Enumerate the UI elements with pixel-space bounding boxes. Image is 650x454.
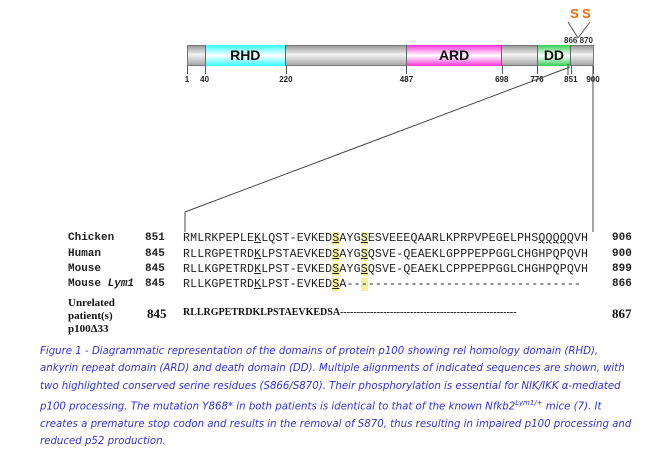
tick-label: 851 — [564, 75, 578, 84]
end-position: 866 — [612, 278, 632, 290]
start-position: 845 — [145, 248, 165, 260]
serine-866-label: S — [570, 6, 579, 21]
sequence-segment: ------------------------------ — [367, 278, 582, 291]
serine-site-labels: 866 870 — [564, 36, 593, 45]
tick-label: 1 — [184, 75, 190, 84]
sequence-segment: AYG — [339, 232, 361, 245]
patient-name: p100Δ33 — [68, 323, 109, 335]
start-position: 851 — [145, 232, 165, 244]
sequence-segment: QSVE-QEAEKLCPPPEPPGGLCHGHPQPQVH — [367, 263, 589, 276]
patient-row: Unrelated patient(s) p100Δ33 845 RLLRGPE… — [0, 297, 650, 337]
tick-mark — [570, 66, 572, 74]
tick-label: 698 — [495, 75, 509, 84]
domain-dd: DD — [537, 45, 571, 66]
tick-mark — [537, 66, 538, 74]
tick-mark — [187, 66, 188, 74]
sequence-segment: RLLKGPETRD — [183, 263, 255, 276]
sequence-segment: LPST-EVKED — [261, 278, 333, 291]
highlighted-residue: S — [360, 232, 368, 245]
sequence: RMLRKPEPLEKLQST-EVKEDSAYGSESVEEEQAARLKPR… — [183, 232, 588, 245]
species-name: Mouse — [68, 263, 102, 275]
species-name: Human — [68, 248, 102, 260]
caption-text: Figure 1 - Diagrammatic representation o… — [40, 346, 625, 413]
serine-870-label: S — [582, 6, 591, 21]
connector-lines — [184, 21, 594, 232]
sequence-segment: A-- — [339, 278, 361, 291]
sequence-segment: VH — [573, 232, 589, 245]
sequence-segment: RLLKGPETRD — [183, 278, 255, 291]
highlighted-residue: S — [360, 263, 368, 276]
caption-superscript: Lym1/+ — [515, 399, 543, 408]
sequence-segment: ESVEEEQAARLKPRPVPEGELPHS — [367, 232, 539, 245]
highlighted-residue: S — [332, 232, 340, 245]
sequence: RLLRGPETRDKLPSTAEVKEDSAYGSQSVE-QEAEKLGPP… — [183, 248, 588, 261]
patient-name: patient(s) — [68, 310, 113, 322]
sequence: RLLKGPETRDKLPST-EVKEDSA-----------------… — [183, 278, 581, 291]
sequence-segment: RMLRKPEPLE — [183, 232, 255, 245]
sequence-segment: LPST-EVKED — [261, 263, 333, 276]
sequence: RLLKGPETRDKLPST-EVKEDSAYGSQSVE-QEAEKLCPP… — [183, 263, 588, 276]
tick-mark — [204, 66, 206, 74]
sequence-segment: K — [254, 248, 262, 261]
tick-label: 40 — [200, 75, 210, 84]
patient-start: 845 — [147, 306, 167, 321]
end-position: 899 — [612, 263, 632, 275]
start-position: 845 — [145, 263, 165, 275]
highlighted-residue: - — [360, 278, 368, 291]
tick-label: 220 — [279, 75, 293, 84]
tick-mark — [501, 66, 503, 74]
highlighted-residue: S — [360, 248, 368, 261]
highlighted-residue: S — [332, 278, 340, 291]
end-position: 900 — [612, 248, 632, 260]
patient-name: Unrelated — [68, 297, 115, 309]
caption-text: mice (7). It creates a premature stop co… — [40, 401, 632, 448]
sequence-segment: K — [254, 263, 262, 276]
start-position: 845 — [145, 278, 165, 290]
domain-rhd: RHD — [204, 45, 286, 66]
sequence-segment: QQQQQ — [538, 232, 574, 245]
patient-end: 867 — [612, 306, 632, 321]
tick-mark — [285, 66, 287, 74]
sequence-segment: AYG — [339, 248, 361, 261]
highlighted-residue: S — [332, 248, 340, 261]
sequence-segment: K — [254, 278, 262, 291]
tick-mark — [406, 66, 408, 74]
sequence-segment: K — [254, 232, 262, 245]
figure-caption: Figure 1 - Diagrammatic representation o… — [40, 343, 632, 451]
tick-label: 487 — [399, 75, 414, 84]
sequence-segment: RLLRGPETRD — [183, 248, 255, 261]
species-name: Chicken — [68, 232, 115, 244]
end-position: 906 — [612, 232, 632, 244]
sequence-segment: QSVE-QEAEKLGPPPEPPGGLCHGHPQPQVH — [367, 248, 589, 261]
sequence-segment: LPSTAEVKED — [261, 248, 333, 261]
highlighted-residue: S — [332, 263, 340, 276]
species-name: Mouse Lym1 — [68, 278, 135, 290]
domain-ard: ARD — [406, 45, 502, 66]
sequence-segment: AYG — [339, 263, 361, 276]
patient-sequence: RLLRGPETRDKLPSTAEVKEDSA-----------------… — [183, 307, 517, 318]
sequence-segment: LQST-EVKED — [261, 232, 333, 245]
